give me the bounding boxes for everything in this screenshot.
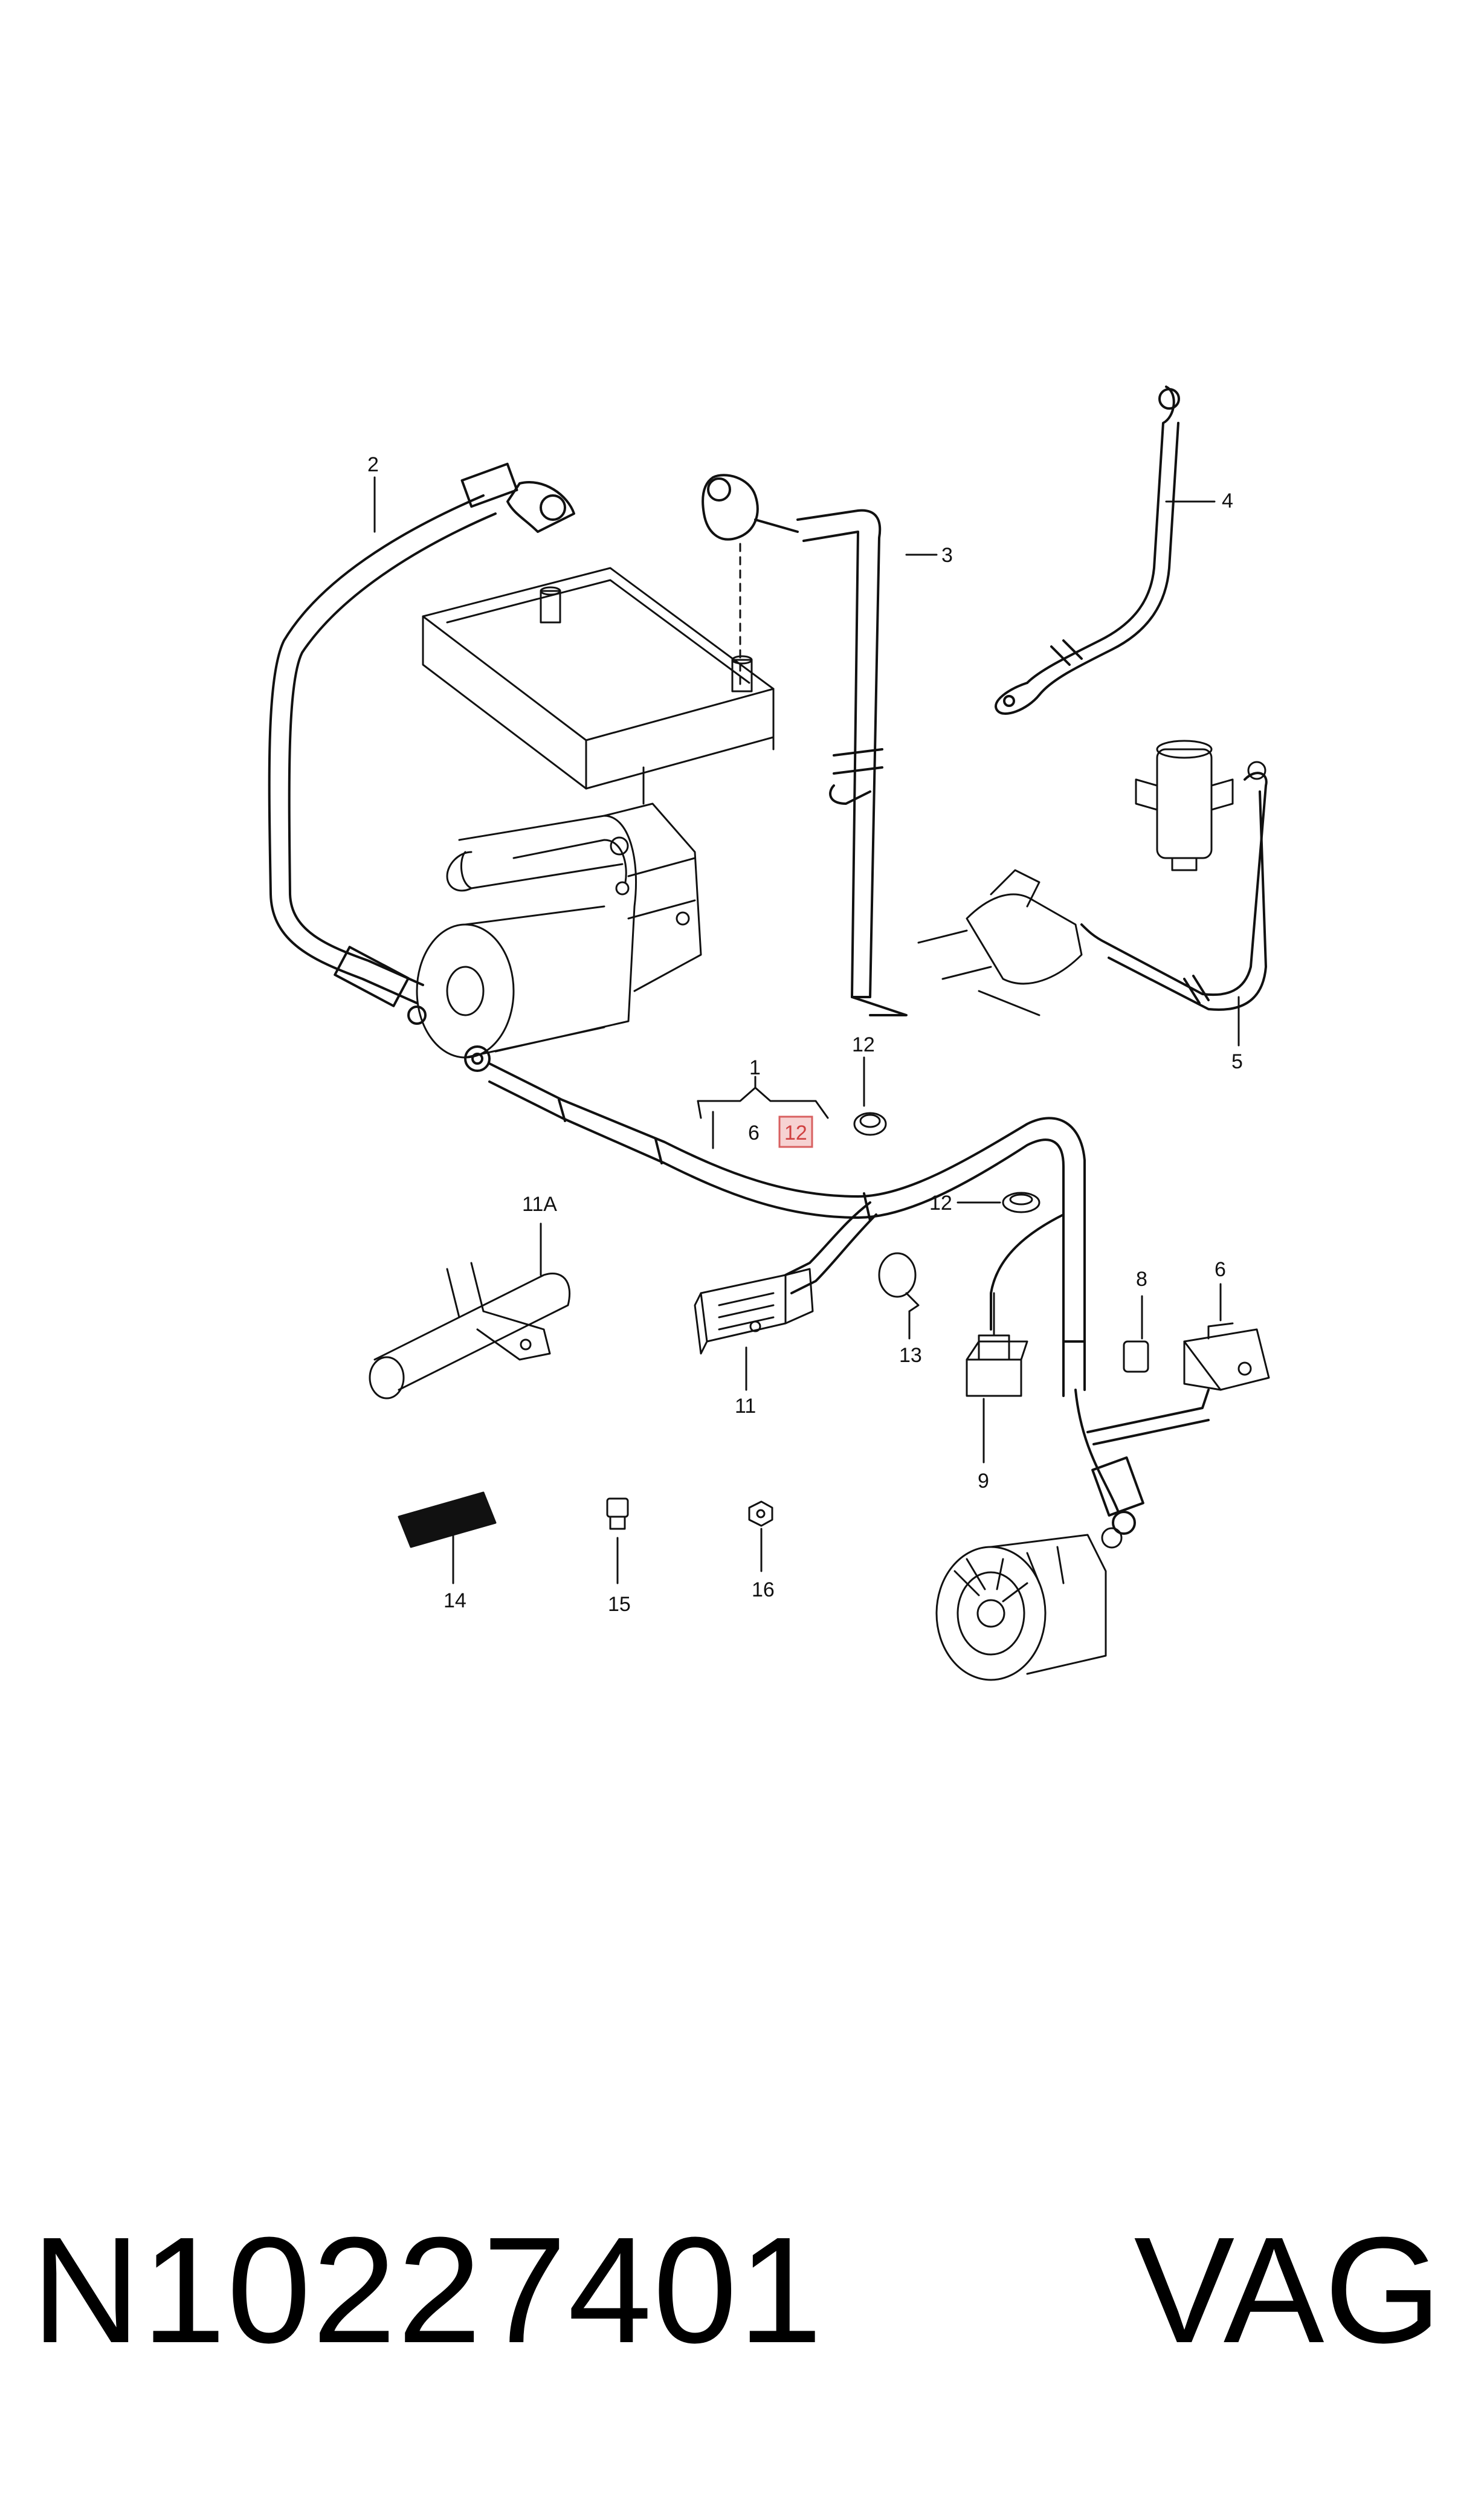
callout-8: 8 xyxy=(1136,1268,1147,1291)
callout-3: 3 xyxy=(941,544,953,567)
callout-5: 5 xyxy=(1231,1050,1243,1073)
ground-strap-4 xyxy=(995,386,1180,715)
connector-11 xyxy=(694,1268,814,1355)
callout-6: 6 xyxy=(1215,1258,1226,1281)
battery-cable-3 xyxy=(702,474,908,1016)
leader-lines xyxy=(373,476,1240,1584)
callout-12-clip: 12 xyxy=(852,1033,875,1056)
footer: N10227401 VAG xyxy=(0,2200,1484,2381)
battery xyxy=(422,567,775,805)
callout-15: 15 xyxy=(608,1593,631,1616)
part-number: N10227401 xyxy=(31,2206,824,2374)
callout-12-highlighted[interactable]: 12 xyxy=(784,1122,807,1144)
ignition-coil-cable-5 xyxy=(917,740,1268,1016)
main-harness-1 xyxy=(464,1045,1210,1535)
callout-4: 4 xyxy=(1222,489,1233,512)
callout-16: 16 xyxy=(752,1578,775,1601)
alternator xyxy=(935,1527,1123,1681)
callout-labels: 2 3 4 5 1 6 12 12 12 11A 11 13 9 8 6 14 … xyxy=(367,453,1243,1616)
highlighted-callout-box[interactable] xyxy=(778,1115,813,1148)
callout-14: 14 xyxy=(444,1589,466,1612)
fasteners xyxy=(398,1491,773,1548)
callout-6-kit: 6 xyxy=(748,1122,760,1144)
callout-13: 13 xyxy=(899,1344,922,1367)
callout-2: 2 xyxy=(367,453,379,476)
callout-12-clip-2: 12 xyxy=(929,1192,952,1215)
callout-11a: 11A xyxy=(522,1193,557,1216)
component-8-and-6 xyxy=(1123,1322,1270,1391)
battery-cable-2 xyxy=(268,462,575,1025)
callout-9: 9 xyxy=(978,1470,989,1493)
hose-clips xyxy=(853,1112,1040,1312)
bracket-11a xyxy=(369,1262,571,1399)
callout-11: 11 xyxy=(735,1395,756,1418)
starter-motor xyxy=(416,802,702,1059)
brand-name: VAG xyxy=(1134,2206,1442,2374)
callout-1: 1 xyxy=(749,1056,761,1079)
component-9 xyxy=(966,1292,1028,1397)
